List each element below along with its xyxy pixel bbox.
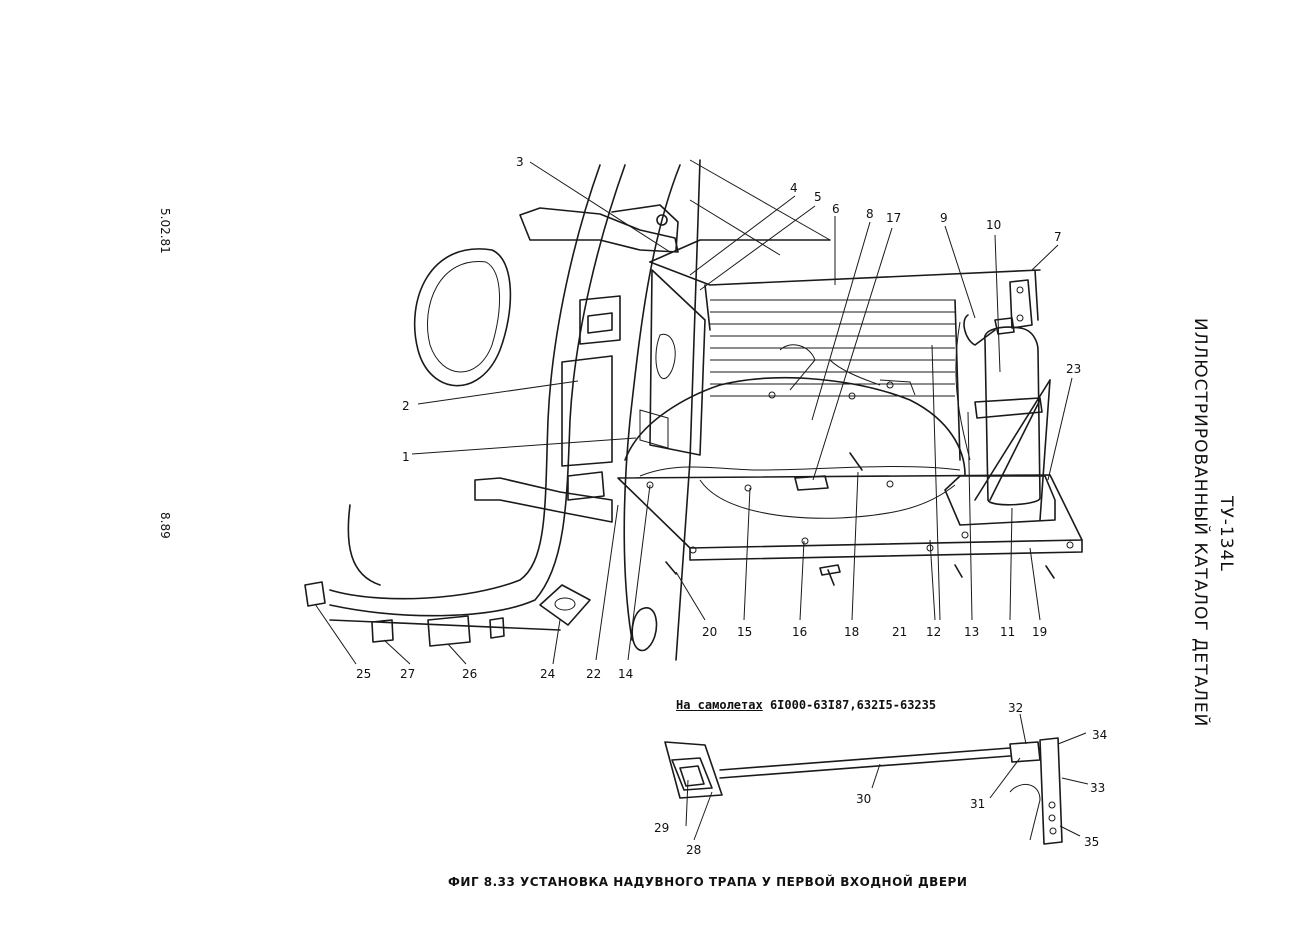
callout-3: 3 xyxy=(516,155,524,169)
leader-lines xyxy=(314,161,1089,841)
callout-20: 20 xyxy=(702,625,717,639)
callout-33: 33 xyxy=(1090,781,1105,795)
callout-35: 35 xyxy=(1084,835,1099,849)
callout-26: 26 xyxy=(462,667,477,681)
callout-numbers: 1 2 3 4 5 6 7 8 9 10 11 12 13 14 15 16 1… xyxy=(356,155,1107,857)
callout-1: 1 xyxy=(402,450,410,464)
hardware-drawing xyxy=(304,452,1055,652)
callout-25: 25 xyxy=(356,667,371,681)
callout-16: 16 xyxy=(792,625,807,639)
callout-19: 19 xyxy=(1032,625,1047,639)
callout-32: 32 xyxy=(1008,701,1023,715)
callout-30: 30 xyxy=(856,792,871,806)
callout-18: 18 xyxy=(844,625,859,639)
figure-caption: ФИГ 8.33 УСТАНОВКА НАДУВНОГО ТРАПА У ПЕР… xyxy=(448,875,968,889)
callout-14: 14 xyxy=(618,667,633,681)
callout-9: 9 xyxy=(940,211,948,225)
callout-2: 2 xyxy=(402,399,410,413)
callout-11: 11 xyxy=(1000,625,1015,639)
callout-7: 7 xyxy=(1054,230,1062,244)
callout-4: 4 xyxy=(790,181,798,195)
callout-15: 15 xyxy=(737,625,752,639)
callout-24: 24 xyxy=(540,667,555,681)
slide-container-drawing xyxy=(617,159,1083,561)
callout-31: 31 xyxy=(970,797,985,811)
gas-bottle-drawing xyxy=(944,269,1056,526)
callout-29: 29 xyxy=(654,821,669,835)
callout-8: 8 xyxy=(866,207,874,221)
callout-23: 23 xyxy=(1066,362,1081,376)
variant-note-prefix: На самолетах xyxy=(676,698,763,712)
inset-rod-assembly-drawing xyxy=(664,737,1063,845)
callout-21: 21 xyxy=(892,625,907,639)
callout-13: 13 xyxy=(964,625,979,639)
callout-28: 28 xyxy=(686,843,701,857)
callout-17: 17 xyxy=(886,211,901,225)
callout-22: 22 xyxy=(586,667,601,681)
door-frame-drawing xyxy=(329,159,706,661)
variant-note-range: 6I000-63I87,632I5-63235 xyxy=(769,698,937,712)
callout-6: 6 xyxy=(832,202,840,216)
callout-12: 12 xyxy=(926,625,941,639)
variant-applicability-note: На самолетах 6I000-63I87,632I5-63235 xyxy=(676,698,936,712)
callout-10: 10 xyxy=(986,218,1001,232)
callout-27: 27 xyxy=(400,667,415,681)
callout-5: 5 xyxy=(814,190,822,204)
callout-34: 34 xyxy=(1092,728,1107,742)
